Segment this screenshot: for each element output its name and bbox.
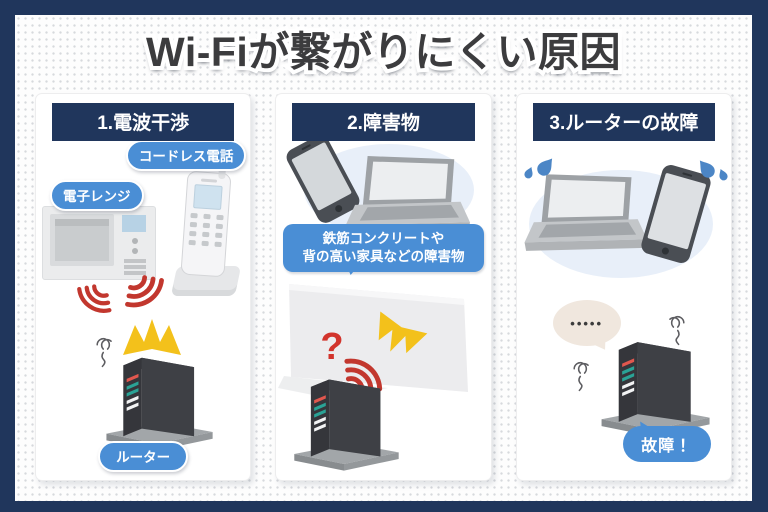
bubble-tail bbox=[341, 261, 361, 285]
obstacle-speech-bubble: 鉄筋コンクリートや 背の高い家具などの障害物 bbox=[283, 224, 484, 285]
router-illustration bbox=[286, 362, 402, 474]
panel-1-header: 1.電波干渉 bbox=[52, 103, 235, 141]
panel-router-failure: 3.ルーターの故障 ••••• 故障！ bbox=[515, 93, 732, 481]
page-background: Wi-Fiが繋がりにくい原因 Wi-Fiが繋がりにくい原因 1.電波干渉 bbox=[15, 15, 752, 501]
laptop-illustration bbox=[523, 174, 647, 255]
smartphone-home-button bbox=[334, 203, 344, 214]
router-label-badge: ルーター bbox=[98, 441, 189, 472]
phone-screen bbox=[193, 184, 223, 211]
obstacle-note-line1: 鉄筋コンクリートや bbox=[322, 231, 445, 246]
cordless-phone-label-badge: コードレス電話 bbox=[125, 140, 247, 171]
page-title-outline: Wi-Fiが繋がりにくい原因 bbox=[142, 25, 625, 79]
page-title: Wi-Fiが繋がりにくい原因 Wi-Fiが繋がりにくい原因 bbox=[15, 18, 752, 82]
panel-radio-interference: 1.電波干渉 bbox=[35, 93, 252, 481]
microwave-display bbox=[122, 215, 146, 232]
question-mark: ? bbox=[320, 326, 344, 368]
page-title-text: Wi-Fiが繋がりにくい原因 bbox=[146, 29, 621, 75]
phone-keypad bbox=[184, 212, 228, 248]
failure-label: 故障！ bbox=[641, 438, 693, 455]
cordless-phone-illustration bbox=[166, 166, 246, 298]
microwave-illustration bbox=[42, 206, 156, 280]
failure-speech-bubble: 故障！ bbox=[622, 411, 711, 462]
sweat-drops-icon bbox=[521, 152, 557, 184]
panel-obstacles: 2.障害物 ? 鉄 bbox=[275, 93, 492, 481]
silence-speech-bubble: ••••• bbox=[552, 300, 621, 361]
router-illustration bbox=[593, 324, 713, 440]
squiggle-icon bbox=[569, 358, 595, 395]
panel-3-header: 3.ルーターの故障 bbox=[532, 103, 715, 141]
microwave-door bbox=[50, 214, 114, 266]
silence-dots: ••••• bbox=[570, 315, 604, 331]
sweat-drops-icon bbox=[695, 154, 731, 186]
obstacle-note-line2: 背の高い家具などの障害物 bbox=[302, 248, 465, 264]
smartphone-home-button bbox=[660, 246, 670, 256]
panel-2-header: 2.障害物 bbox=[292, 103, 475, 141]
phone-handset bbox=[180, 166, 232, 278]
panel-row: 1.電波干渉 bbox=[35, 93, 732, 481]
microwave-label-badge: 電子レンジ bbox=[50, 180, 144, 211]
router-illustration bbox=[98, 340, 216, 454]
